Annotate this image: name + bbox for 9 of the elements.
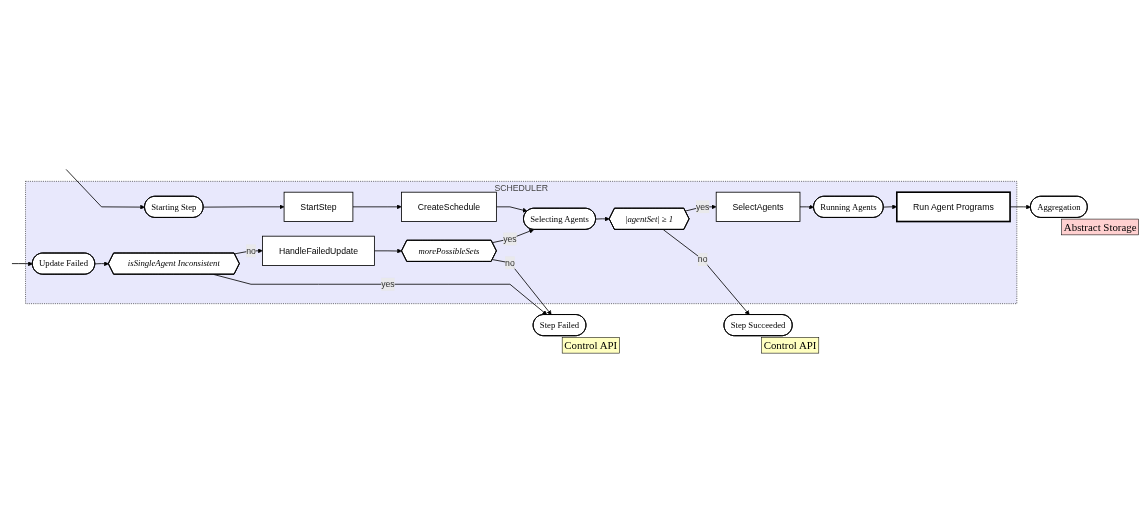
node-box bbox=[283, 191, 354, 222]
note-tag: Control API bbox=[561, 337, 620, 354]
note-tag: Control API bbox=[761, 337, 820, 354]
node-box bbox=[896, 191, 1011, 223]
cluster bbox=[25, 181, 1018, 304]
node-box bbox=[715, 191, 801, 222]
node-box bbox=[401, 191, 497, 222]
node-box bbox=[262, 235, 375, 266]
note-tag: Abstract Storage bbox=[1061, 218, 1139, 236]
